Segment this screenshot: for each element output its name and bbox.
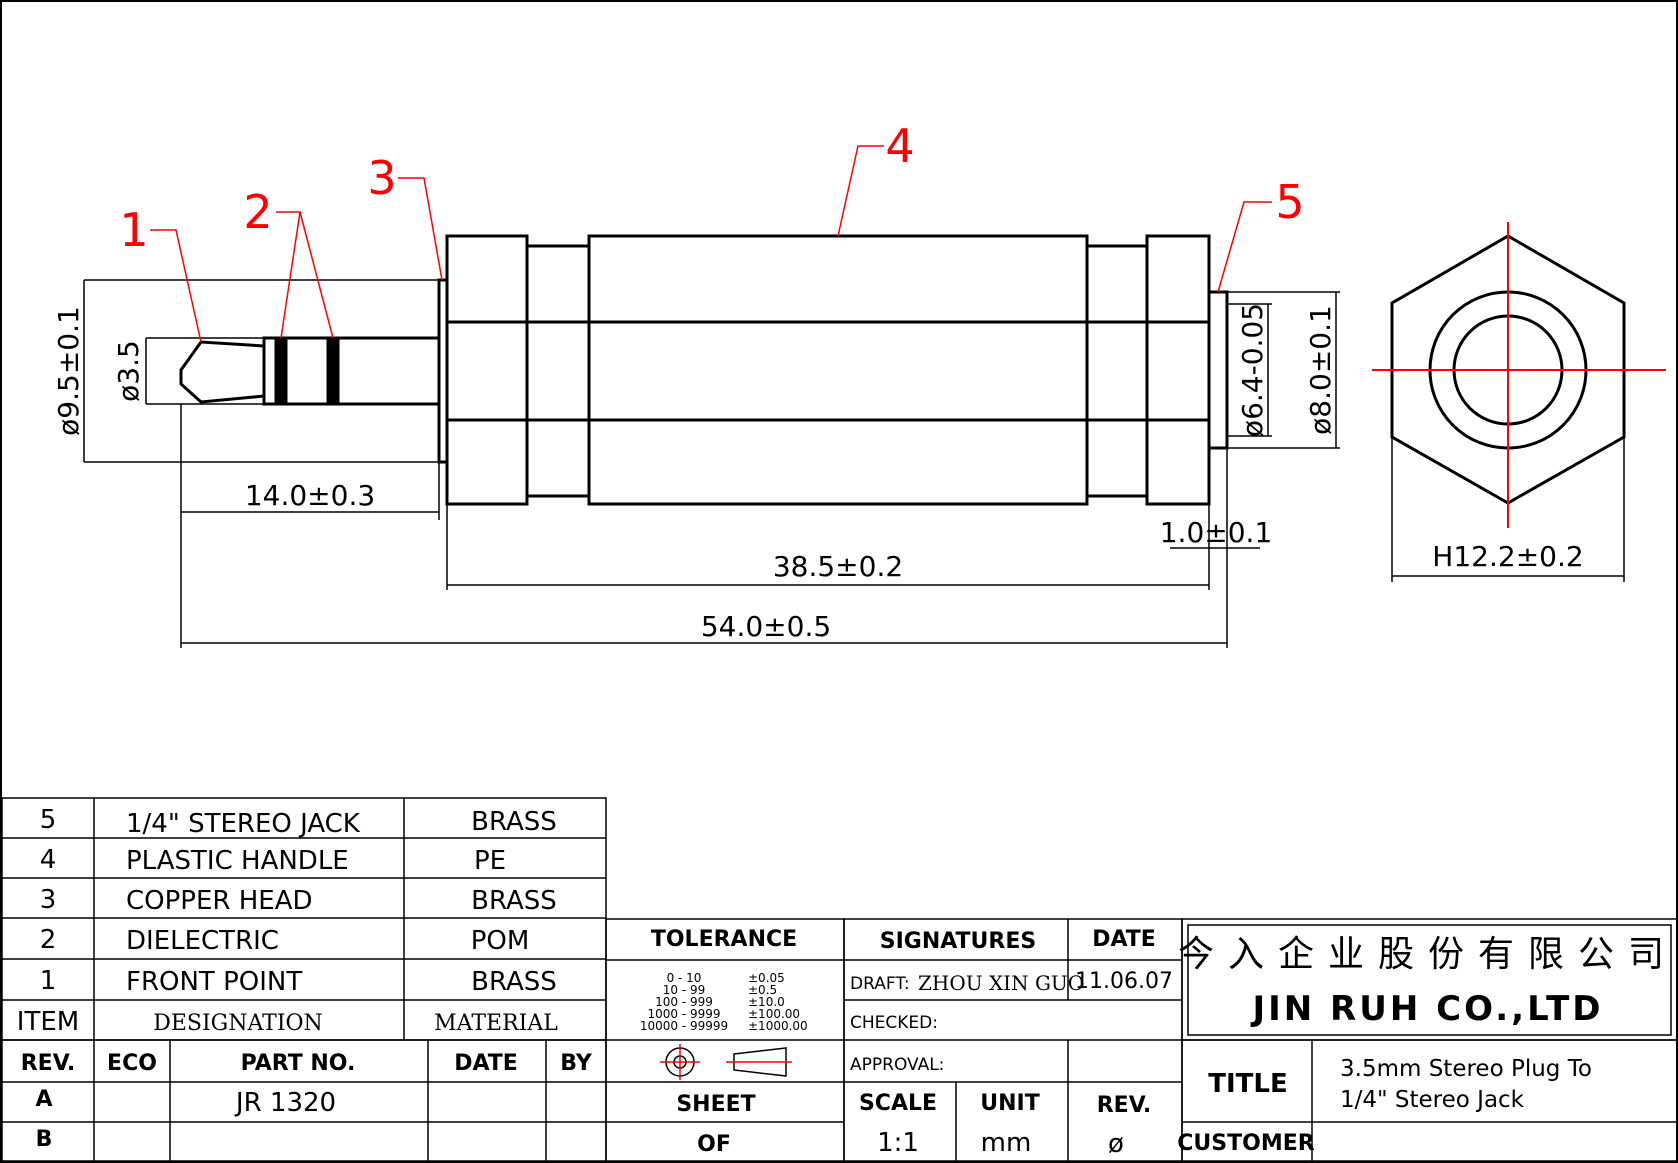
checked-label: CHECKED: [850, 1013, 938, 1033]
callout-2: 2 [243, 185, 272, 239]
unit-value: mm [981, 1128, 1032, 1158]
bom-designation: 1/4" STEREO JACK [126, 809, 361, 839]
of-label: OF [697, 1132, 731, 1157]
callout-4: 4 [885, 119, 914, 173]
plastic-handle [587, 234, 1089, 506]
dim-flange-thickness: 1.0±0.1 [1160, 516, 1273, 549]
tolerance-range: 0 - 10 [667, 971, 702, 985]
tolerance-range: 10000 - 99999 [640, 1019, 728, 1033]
tolerance-range: 1000 - 9999 [647, 1007, 720, 1021]
dielectric-ring-1 [274, 336, 288, 406]
dim-jack-inner-dia: ø6.4-0.05 [1236, 303, 1269, 437]
tolerance-range: 100 - 999 [655, 995, 713, 1009]
draft-name: ZHOU XIN GUO [918, 971, 1084, 995]
part-number: JR 1320 [234, 1088, 336, 1118]
tolerance-value: ±1000.00 [748, 1019, 808, 1033]
signatures-label: SIGNATURES [880, 929, 1037, 954]
unit-label: UNIT [980, 1091, 1039, 1116]
draft-label: DRAFT: [850, 974, 910, 994]
dim-hex-size: H12.2±0.2 [1432, 540, 1583, 573]
sheet-label: SHEET [676, 1092, 755, 1117]
tolerance-value: ±0.05 [748, 971, 785, 985]
callout-leaders [150, 145, 1272, 343]
bom-rows: 5 1/4" STEREO JACK BRASS 4 PLASTIC HANDL… [17, 805, 558, 1037]
plug-side-view [179, 234, 1229, 506]
dim-plug-length: 14.0±0.3 [245, 479, 375, 512]
bom-item: 2 [40, 925, 57, 955]
dimension-lines [83, 279, 1625, 648]
callout-5: 5 [1275, 175, 1304, 229]
projection-symbol-icon [660, 1044, 792, 1080]
bom-item: 1 [40, 966, 57, 996]
dim-body-length: 38.5±0.2 [773, 550, 903, 583]
title-block-grid [1, 918, 1678, 1162]
tolerance-value: ±0.5 [748, 983, 777, 997]
company-name-en: JIN RUH CO.,LTD [1250, 989, 1603, 1029]
bom-material: BRASS [471, 967, 557, 997]
bom-designation: FRONT POINT [126, 967, 302, 997]
bom-item: 5 [40, 805, 57, 835]
scale-value: 1:1 [877, 1128, 919, 1158]
jack-flange [1207, 290, 1229, 450]
tolerance-value: ±10.0 [748, 995, 785, 1009]
title-label: TITLE [1208, 1069, 1287, 1099]
bom-item: 3 [40, 885, 57, 915]
customer-label: CUSTOMER [1177, 1131, 1314, 1156]
bom-material: BRASS [471, 886, 557, 916]
bom-material: BRASS [471, 807, 557, 837]
scale-label: SCALE [859, 1091, 937, 1116]
company-name-cn: 今入企业股份有限公司 [1178, 934, 1678, 975]
rev-header-part-no: PART NO. [241, 1051, 356, 1076]
bom-header-designation: DESIGNATION [153, 1011, 323, 1036]
rev-row-b: B [36, 1127, 53, 1152]
bom-designation: DIELECTRIC [126, 926, 279, 956]
dim-plug-outer-dia: ø9.5±0.1 [52, 306, 85, 436]
tolerance-value: ±100.00 [748, 1007, 800, 1021]
rev-label: REV. [1097, 1093, 1152, 1118]
bom-designation: COPPER HEAD [126, 886, 313, 916]
tolerance-table: 0 - 10 ±0.05 10 - 99 ±0.5 100 - 999 ±10.… [640, 971, 808, 1033]
hex-end-view [1372, 222, 1666, 528]
bom-item: 4 [40, 845, 57, 875]
rev-header-eco: ECO [107, 1051, 157, 1076]
tolerance-range: 10 - 99 [663, 983, 706, 997]
bom-header-material: MATERIAL [434, 1011, 558, 1036]
bom-header-item: ITEM [17, 1007, 79, 1037]
dim-overall-length: 54.0±0.5 [701, 610, 831, 643]
bom-designation: PLASTIC HANDLE [126, 846, 349, 876]
rev-value: ø [1108, 1129, 1124, 1159]
rev-header-date: DATE [454, 1051, 518, 1076]
tolerance-label: TOLERANCE [651, 927, 797, 952]
dielectric-ring-2 [326, 336, 340, 406]
callout-3: 3 [367, 151, 396, 205]
dim-jack-outer-dia: ø8.0±0.1 [1304, 305, 1337, 435]
rev-header-by: BY [560, 1051, 593, 1076]
rev-header-rev: REV. [21, 1051, 76, 1076]
bom-material: PE [474, 846, 506, 876]
callout-1: 1 [119, 203, 148, 257]
bom-material: POM [471, 926, 530, 956]
title-line-2: 1/4" Stereo Jack [1340, 1087, 1525, 1113]
front-point-tip [179, 340, 266, 404]
draft-date: 11.06.07 [1075, 969, 1173, 994]
date-label: DATE [1092, 927, 1156, 952]
approval-label: APPROVAL: [850, 1055, 944, 1075]
rev-row-a: A [35, 1087, 52, 1112]
title-line-1: 3.5mm Stereo Plug To [1340, 1056, 1592, 1082]
dim-tip-dia: ø3.5 [112, 340, 145, 402]
